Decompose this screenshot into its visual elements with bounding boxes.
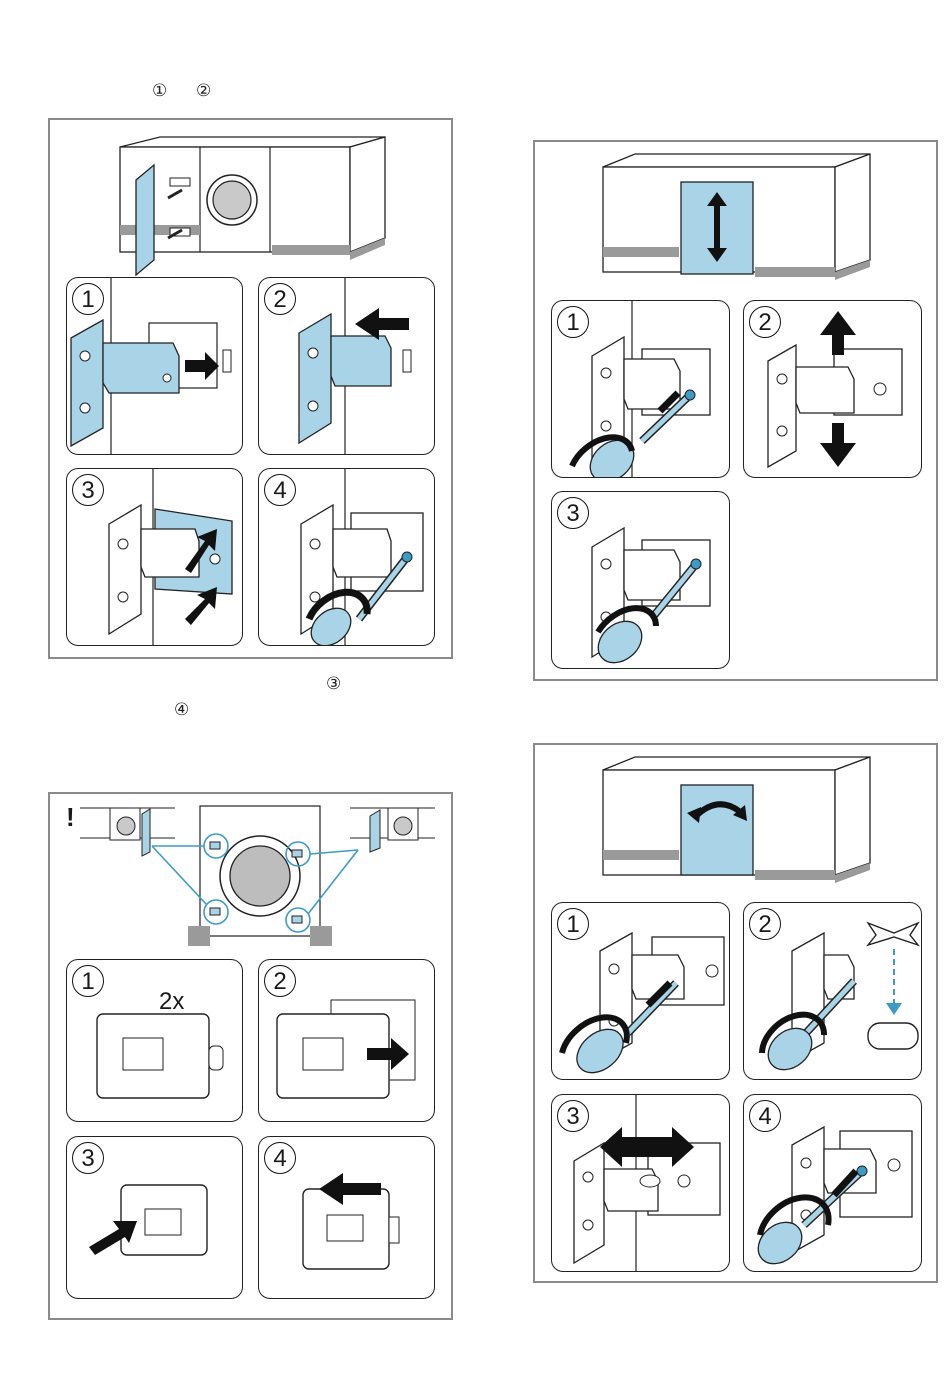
panel-step-3: 3 <box>66 1136 243 1299</box>
marker-2: ② <box>196 83 211 100</box>
step-number-1: 1 <box>72 965 104 997</box>
panel-step-2: 2 <box>743 300 922 478</box>
step-number-1: 1 <box>557 306 589 338</box>
figure-tilt-adjustment: 1 2 3 <box>533 743 938 1283</box>
step-number-2: 2 <box>264 965 296 997</box>
step-number-3: 3 <box>72 1142 104 1174</box>
marker-1: ① <box>152 83 167 100</box>
step-number-4: 4 <box>264 474 296 506</box>
panel-step-4: 4 <box>258 468 435 646</box>
panel-step-3: 3 <box>66 468 243 646</box>
step-number-4: 4 <box>264 1142 296 1174</box>
cabinet-tilt-illustration <box>535 745 936 895</box>
panel-step-3: 3 <box>551 491 730 669</box>
cabinet-overview-illustration <box>50 120 451 280</box>
figure-height-adjustment: 1 2 3 <box>533 140 938 681</box>
panel-step-2: 2 <box>258 277 435 455</box>
panel-step-1: 1 2x <box>66 959 243 1122</box>
washer-overview-illustration <box>50 794 451 954</box>
cabinet-height-illustration <box>535 142 936 292</box>
panel-step-4: 4 <box>743 1094 922 1272</box>
panel-step-2: 2 <box>743 902 922 1080</box>
figure-door-hinge-mounting: 1 2 3 <box>48 118 453 659</box>
panel-step-3: 3 <box>551 1094 730 1272</box>
step-number-3: 3 <box>557 497 589 529</box>
step-number-2: 2 <box>749 908 781 940</box>
figure-magnet-blocks: ! 1 2x 2 <box>48 792 453 1320</box>
step-number-3: 3 <box>557 1100 589 1132</box>
marker-4: ④ <box>174 702 189 719</box>
step-number-2: 2 <box>749 306 781 338</box>
panel-step-1: 1 <box>66 277 243 455</box>
step-number-1: 1 <box>72 283 104 315</box>
step-number-3: 3 <box>72 474 104 506</box>
panel-step-1: 1 <box>551 902 730 1080</box>
panel-step-2: 2 <box>258 959 435 1122</box>
panel-step-4: 4 <box>258 1136 435 1299</box>
step-number-4: 4 <box>749 1100 781 1132</box>
marker-3: ③ <box>326 676 341 693</box>
step-number-2: 2 <box>264 283 296 315</box>
step-number-1: 1 <box>557 908 589 940</box>
panel-step-1: 1 <box>551 300 730 478</box>
